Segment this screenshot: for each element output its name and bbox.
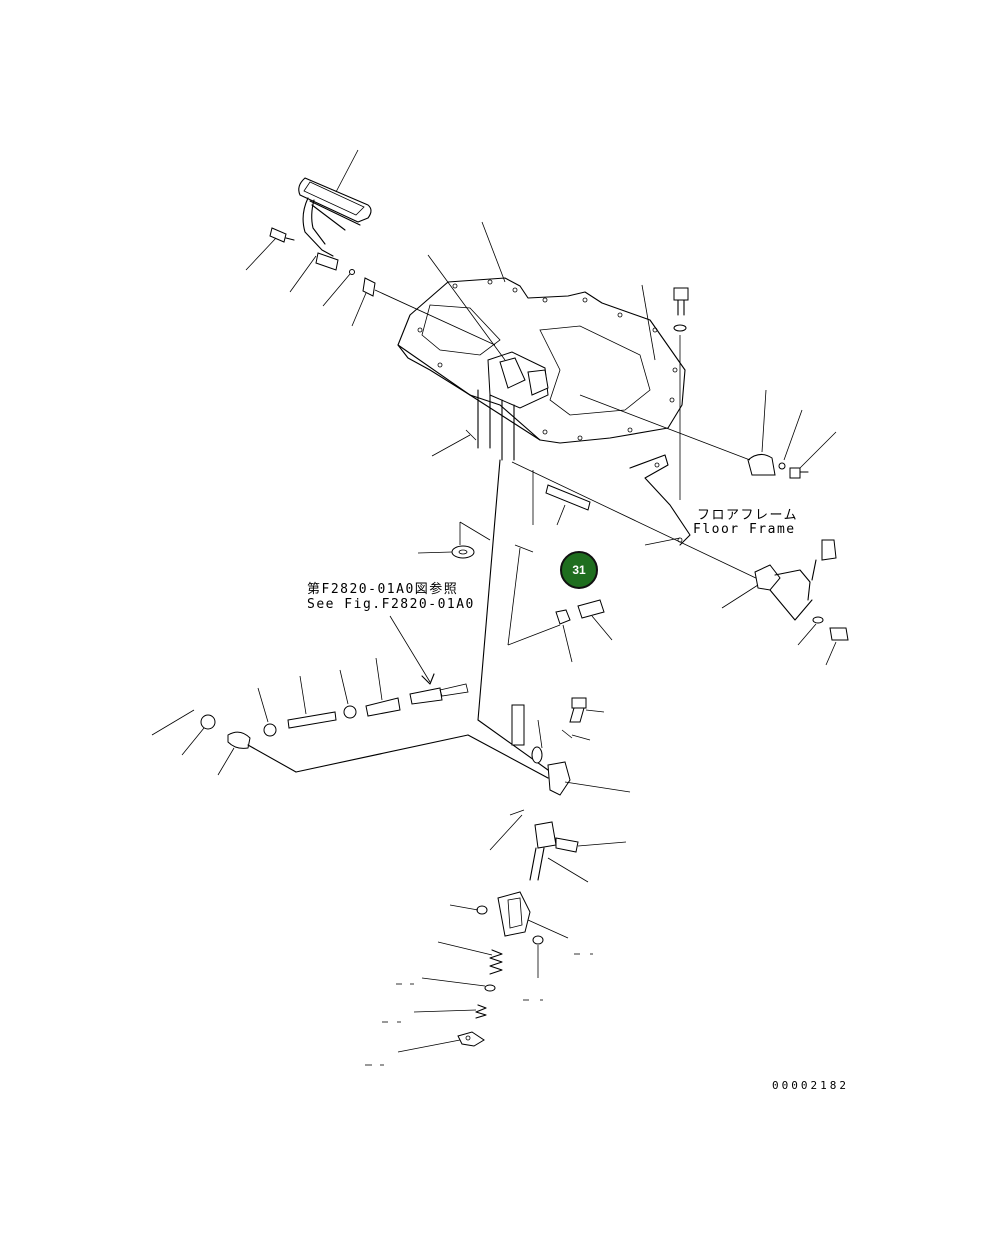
- control-rod: [477, 459, 761, 771]
- floor-plate-bolt-holes: [417, 279, 678, 441]
- floor-plate: [397, 277, 686, 444]
- part-callout-marker[interactable]: 31: [560, 551, 598, 589]
- dash-marks: [365, 953, 593, 1066]
- lower-linkage: [489, 697, 631, 883]
- rod-assembly: [151, 615, 549, 779]
- part-callout-number: 31: [572, 563, 586, 577]
- drawing-number: 00002182: [772, 1079, 849, 1092]
- nut-and-bolt-centre: [555, 599, 613, 663]
- spring-assembly: [397, 941, 503, 1053]
- reference-note-english[interactable]: See Fig.F2820-01A0: [307, 597, 475, 612]
- bottom-bracket: [449, 891, 569, 978]
- pedal-bracket: [477, 351, 549, 461]
- limit-switch: [721, 539, 849, 666]
- reference-note-japanese: 第F2820-01A0図参照: [307, 582, 459, 597]
- pedal-hardware: [269, 227, 376, 297]
- floor-frame-outline: [629, 454, 691, 546]
- pedal-arm: [302, 197, 346, 257]
- floor-frame-label-japanese: フロアフレーム: [697, 508, 799, 523]
- cover-plate-right: [579, 389, 837, 479]
- pedal-pad: [298, 177, 372, 226]
- bolt-and-washer-top-right: [673, 287, 689, 500]
- long-pin: [545, 484, 591, 526]
- washer-left: [417, 521, 491, 559]
- leader-lines-top-centre: [427, 221, 656, 457]
- leader-lines-top-left: [245, 149, 496, 346]
- floor-frame-label-english: Floor Frame: [693, 522, 796, 537]
